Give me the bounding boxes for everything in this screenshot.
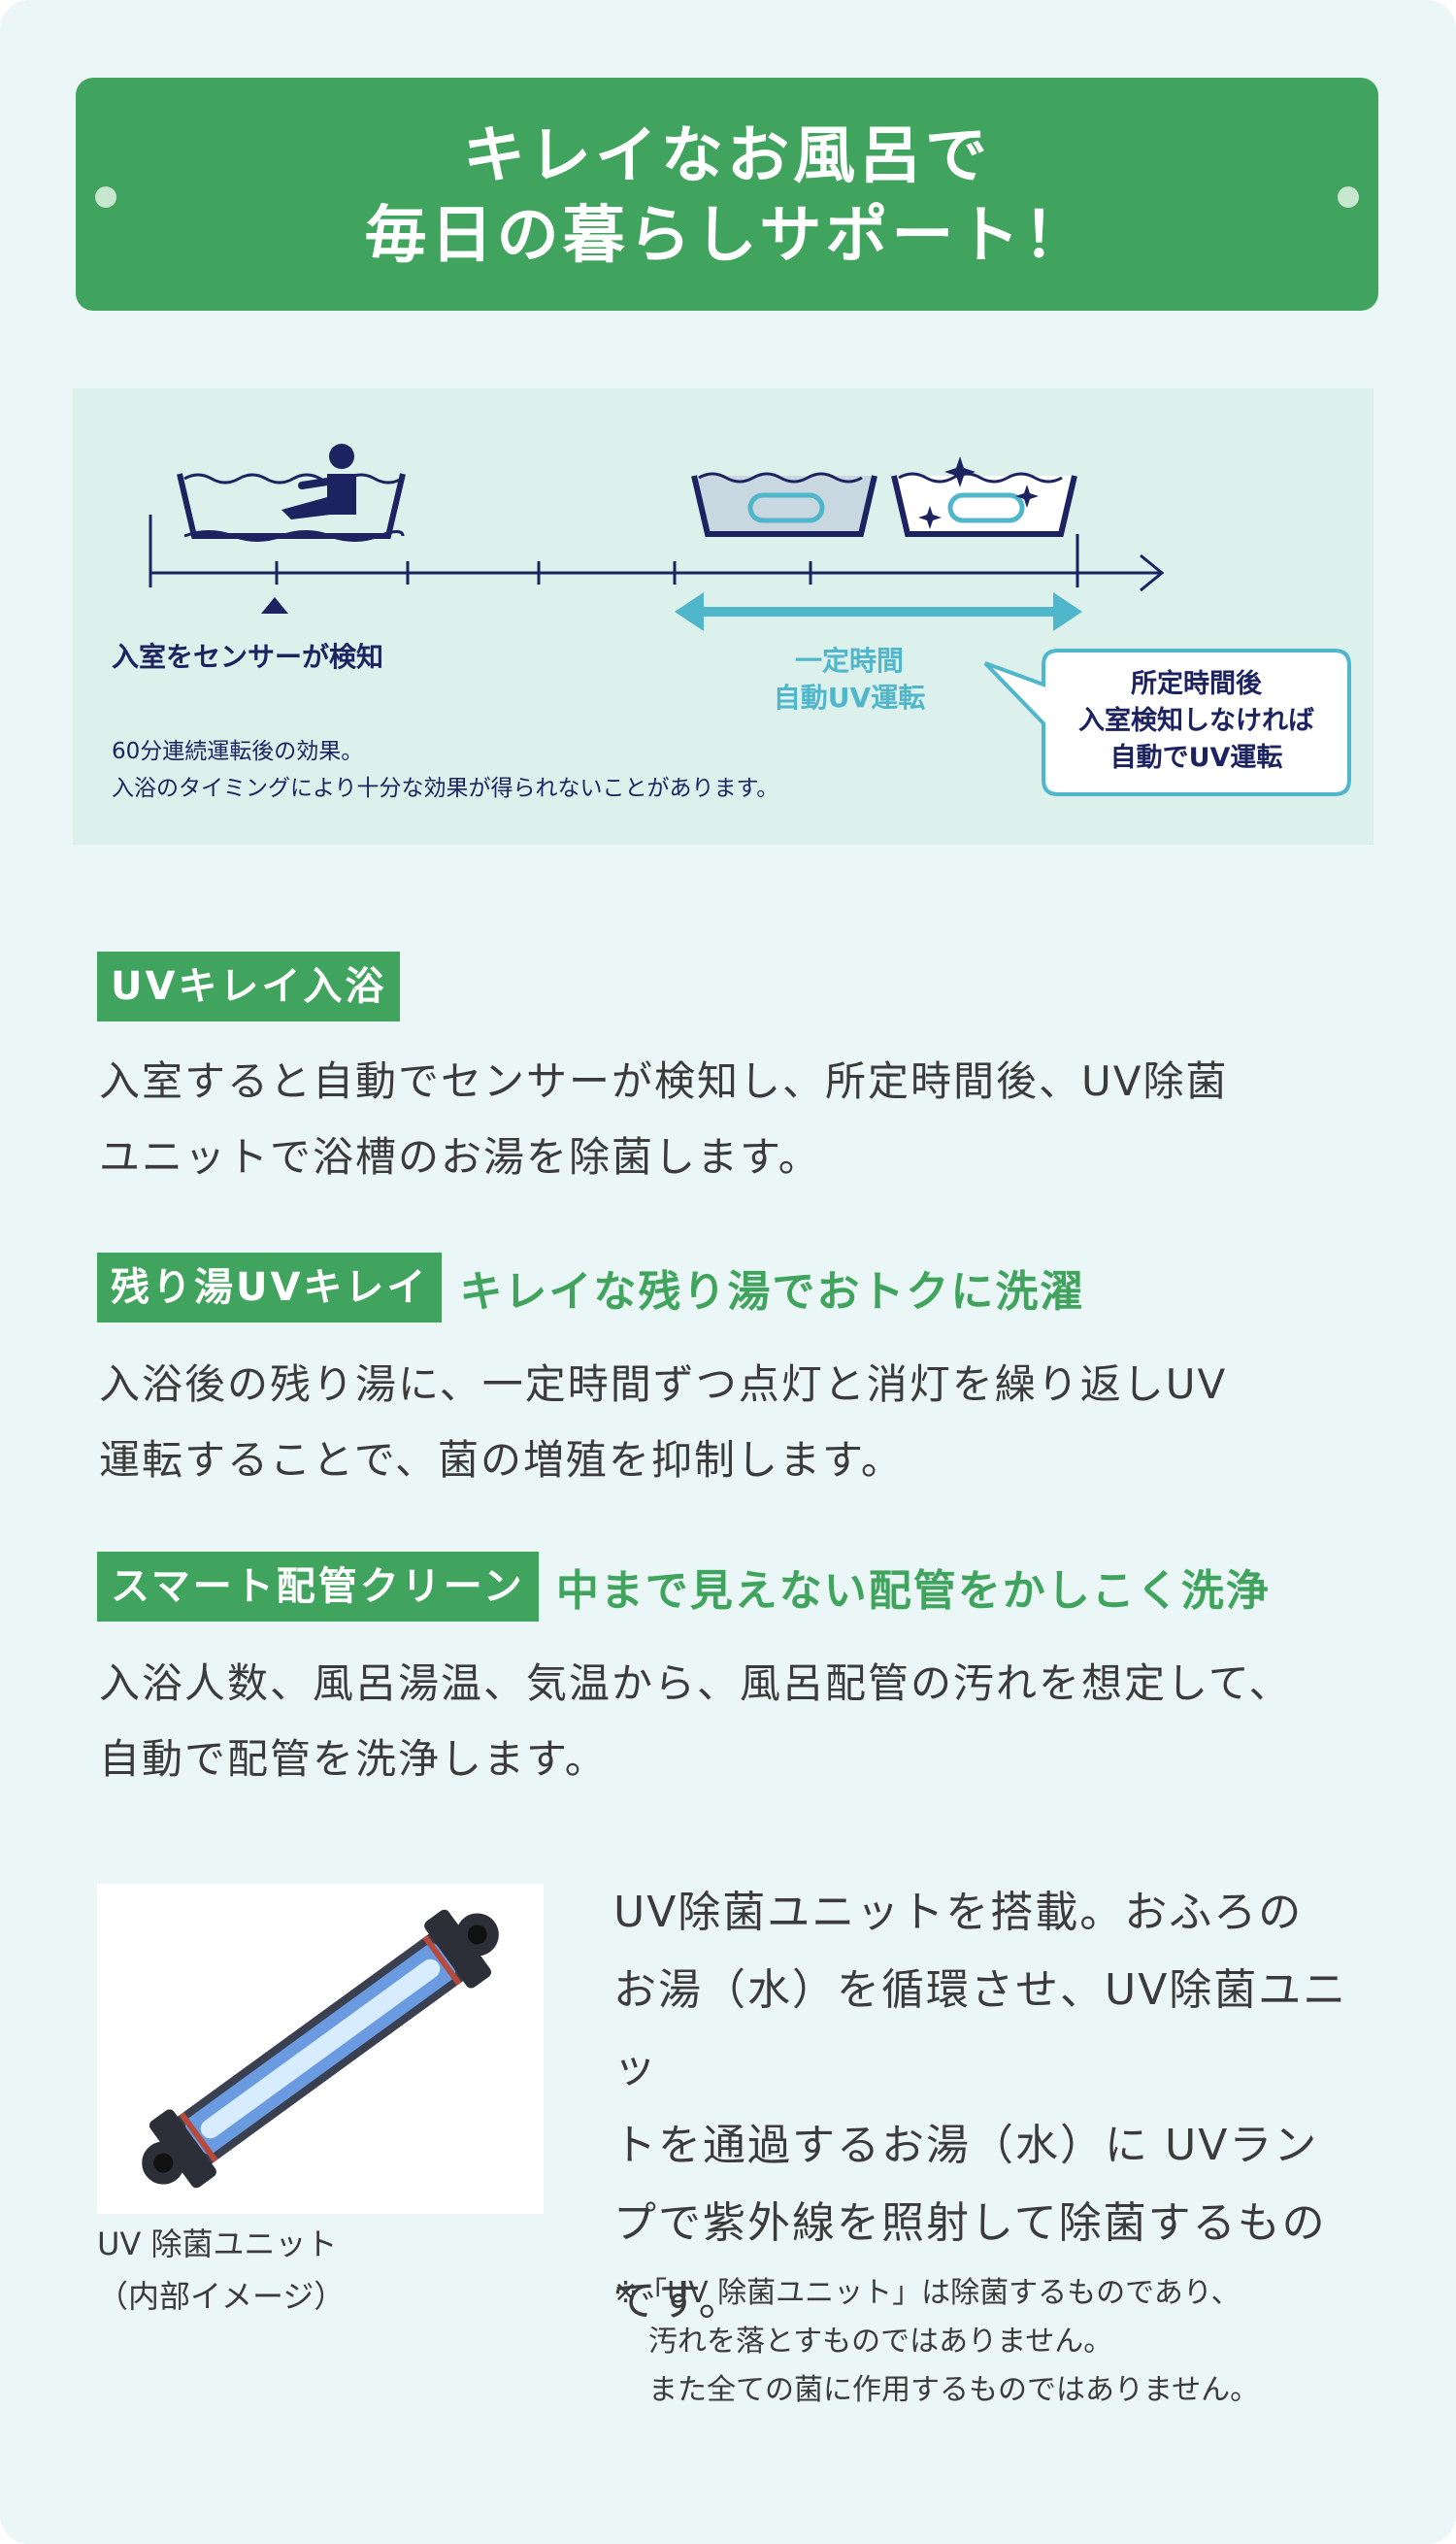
section-subtitle: 中まで見えない配管をかしこく洗浄 <box>555 1566 1271 1616</box>
disclaimer-line1: ※「UV 除菌ユニット」は除菌するものであり、 <box>613 2276 1241 2310</box>
timeline-arrowhead <box>1140 553 1165 592</box>
body-line1: 入浴後の残り湯に、一定時間ずつ点灯と消灯を繰り返しUV <box>99 1360 1228 1408</box>
interval-line2: 自動UV運転 <box>773 682 926 714</box>
section-leftover-water-body: 入浴後の残り湯に、一定時間ずつ点灯と消灯を繰り返しUV 運転することで、菌の増殖… <box>99 1347 1380 1498</box>
uv-interval-label: 一定時間 自動UV運転 <box>733 643 966 717</box>
banner-dot-right <box>1338 186 1359 208</box>
uv-interval-arrow <box>675 592 1082 631</box>
desc-line4: プで紫外線を照射して除菌するもの <box>613 2198 1327 2248</box>
uv-unit-caption: UV 除菌ユニット （内部イメージ） <box>97 2218 345 2323</box>
desc-line5: です。 <box>613 2276 744 2326</box>
bubble-line1: 所定時間後 <box>1131 669 1262 699</box>
section-leftover-water-heading: 残り湯UVキレイ キレイな残り湯でおトクに洗濯 <box>97 1253 1084 1322</box>
bubble-line2: 入室検知しなければ <box>1078 706 1314 736</box>
bathtub-clean-icon <box>891 456 1077 537</box>
body-line2: 運転することで、菌の増殖を抑制します。 <box>99 1436 904 1484</box>
uv-timeline-diagram: 入室をセンサーが検知 一定時間 自動UV運転 所定時間後 入室検知しなければ 自… <box>73 388 1373 845</box>
uv-unit-photo <box>97 1884 544 2214</box>
caption-line1: UV 除菌ユニット <box>97 2226 338 2262</box>
desc-line2: お湯（水）を循環させ、UV除菌ユニッ <box>613 1965 1348 2092</box>
caption-line2: （内部イメージ） <box>97 2278 346 2315</box>
timeline-illustration <box>149 444 1351 796</box>
body-line2: ユニットで浴槽のお湯を除菌します。 <box>99 1133 821 1181</box>
detect-marker-icon <box>261 597 288 614</box>
section-pipe-clean-heading: スマート配管クリーン 中まで見えない配管をかしこく洗浄 <box>97 1552 1271 1622</box>
section-uv-bath-body: 入室すると自動でセンサーが検知し、所定時間後、UV除菌 ユニットで浴槽のお湯を除… <box>99 1044 1380 1195</box>
diagram-note: 60分連続運転後の効果。 入浴のタイミングにより十分な効果が得られないことがあり… <box>112 733 778 807</box>
uv-unit-disclaimer: ※「UV 除菌ユニット」は除菌するものであり、 汚れを落とすものではありません。… <box>613 2269 1390 2415</box>
desc-line3: トを通過するお湯（水）に UVラン <box>613 2121 1319 2170</box>
bathtub-person-icon <box>177 444 406 542</box>
section-tag: UVキレイ入浴 <box>97 952 401 1021</box>
auto-uv-bubble-text: 所定時間後 入室検知しなければ 自動でUV運転 <box>1043 666 1349 777</box>
section-tag: スマート配管クリーン <box>97 1552 539 1622</box>
speech-bubble-shape <box>983 649 1351 796</box>
disclaimer-line3: また全ての菌に作用するものではありません。 <box>648 2373 1260 2407</box>
banner-dot-left <box>95 186 116 208</box>
section-tag: 残り湯UVキレイ <box>97 1253 443 1322</box>
headline-line1: キレイなお風呂で <box>463 120 991 192</box>
detect-label: 入室をセンサーが検知 <box>112 641 384 673</box>
headline: キレイなお風呂で 毎日の暮らしサポート！ <box>76 78 1378 276</box>
headline-line2: 毎日の暮らしサポート！ <box>364 200 1090 272</box>
uv-unit-description: UV除菌ユニットを搭載。おふろの お湯（水）を循環させ、UV除菌ユニッ トを通過… <box>613 1874 1380 2340</box>
body-line1: 入浴人数、風呂湯温、気温から、風呂配管の汚れを想定して、 <box>99 1659 1292 1707</box>
desc-line1: UV除菌ユニットを搭載。おふろの <box>613 1888 1304 1937</box>
disclaimer-line2: 汚れを落とすものではありません。 <box>648 2325 1113 2359</box>
body-line2: 自動で配管を洗浄します。 <box>99 1735 608 1783</box>
headline-banner: キレイなお風呂で 毎日の暮らしサポート！ <box>76 78 1378 311</box>
section-uv-bath-heading: UVキレイ入浴 <box>97 952 401 1021</box>
note-line2: 入浴のタイミングにより十分な効果が得られないことがあります。 <box>112 776 779 801</box>
interval-line1: 一定時間 <box>794 645 904 677</box>
note-line1: 60分連続運転後の効果。 <box>112 739 364 764</box>
bathtub-uv-icon <box>691 472 877 537</box>
body-line1: 入室すると自動でセンサーが検知し、所定時間後、UV除菌 <box>99 1057 1229 1105</box>
timeline-ticks <box>149 515 1079 587</box>
uv-unit-image <box>142 1909 499 2189</box>
section-pipe-clean-body: 入浴人数、風呂湯温、気温から、風呂配管の汚れを想定して、 自動で配管を洗浄します… <box>99 1646 1380 1797</box>
bubble-line3: 自動でUV運転 <box>1109 743 1283 773</box>
section-subtitle: キレイな残り湯でおトクに洗濯 <box>459 1267 1085 1317</box>
